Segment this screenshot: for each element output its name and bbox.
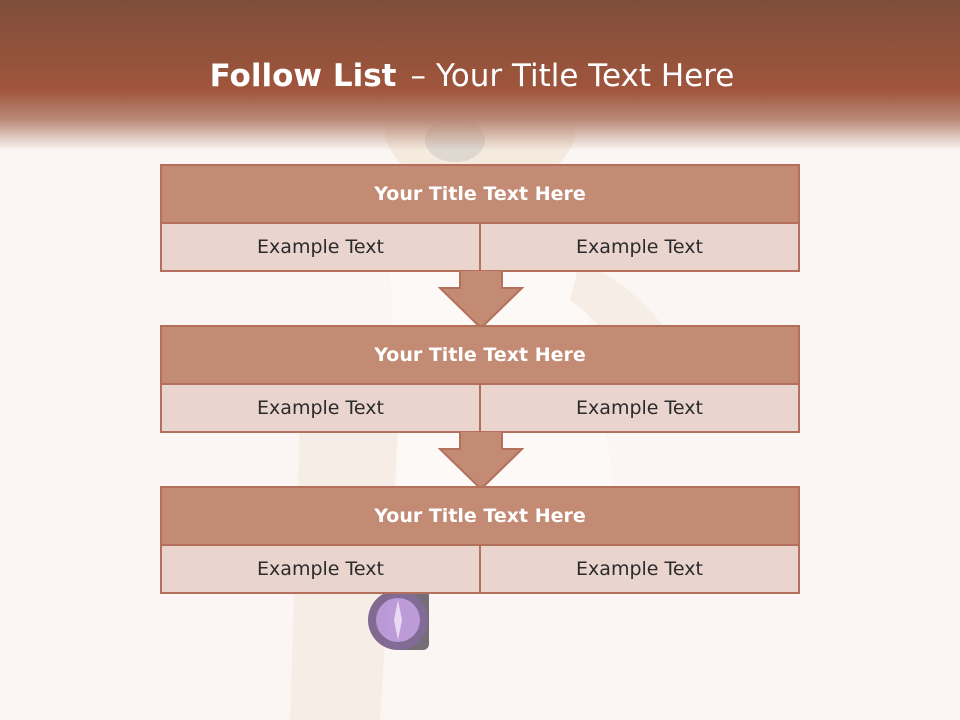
step-row: Example Text Example Text (162, 385, 798, 431)
down-arrow-icon (438, 270, 524, 330)
title-bold: Follow List (209, 58, 397, 94)
step-row: Example Text Example Text (162, 546, 798, 592)
slide-title: Follow List–Your Title Text Here (0, 56, 944, 96)
step-box-2: Your Title Text Here Example Text Exampl… (160, 325, 800, 433)
step-cell-right: Example Text (479, 546, 798, 592)
step-box-3: Your Title Text Here Example Text Exampl… (160, 486, 800, 594)
step-cell-right: Example Text (479, 385, 798, 431)
step-title: Your Title Text Here (162, 327, 798, 385)
title-banner (0, 0, 960, 150)
title-dash: – (410, 58, 426, 94)
step-cell-left: Example Text (257, 236, 384, 258)
step-cell-left: Example Text (257, 397, 384, 419)
step-row: Example Text Example Text (162, 224, 798, 270)
step-cell-right: Example Text (479, 224, 798, 270)
step-title: Your Title Text Here (162, 166, 798, 224)
down-arrow-icon (438, 431, 524, 491)
wristwatch-icon (368, 590, 429, 650)
title-rest: Your Title Text Here (435, 58, 735, 94)
step-box-1: Your Title Text Here Example Text Exampl… (160, 164, 800, 272)
step-title: Your Title Text Here (162, 488, 798, 546)
step-cell-left: Example Text (257, 558, 384, 580)
